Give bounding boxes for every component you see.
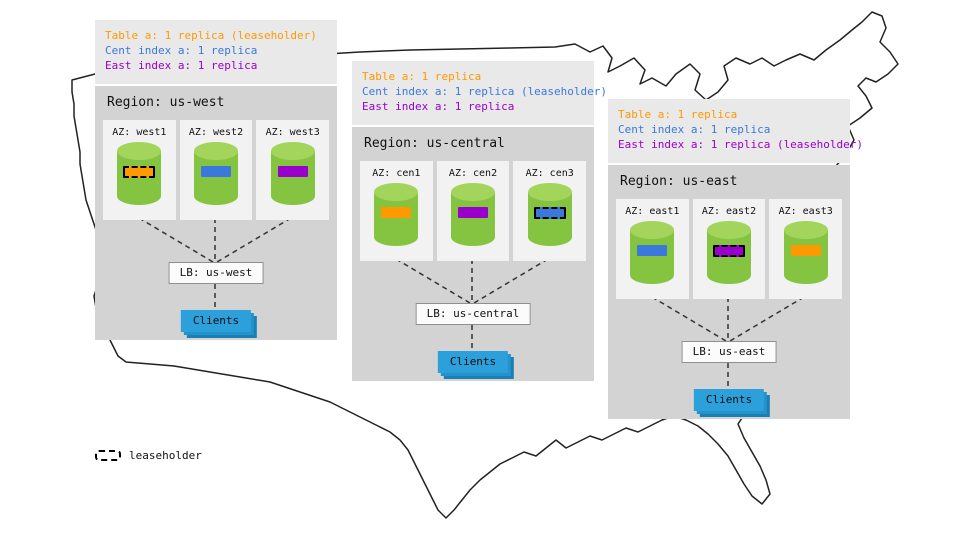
clients-box-us-east: Clients: [693, 389, 765, 411]
az-label: AZ: west2: [188, 127, 244, 138]
az-label: AZ: cen2: [448, 168, 498, 179]
replica-bar: [713, 245, 745, 257]
database-cylinder-icon: [705, 220, 753, 286]
replica-bar: [790, 245, 821, 256]
region-title: Region: us-central: [364, 136, 505, 151]
az-box-cen1: AZ: cen1: [360, 161, 433, 261]
az-box-east3: AZ: east3: [769, 199, 843, 299]
replica-bar: [458, 207, 488, 218]
az-label: AZ: east1: [625, 206, 680, 217]
annotation-table: Table a: 1 replica: [362, 70, 482, 83]
annotation-table: Table a: 1 replica (leaseholder): [105, 29, 317, 42]
legend: leaseholder: [95, 449, 202, 462]
database-cylinder-icon: [269, 141, 317, 207]
az-box-west1: AZ: west1: [103, 120, 176, 220]
load-balancer-us-east: LB: us-east: [681, 341, 777, 363]
az-label: AZ: west1: [112, 127, 167, 138]
clients-box-us-central: Clients: [437, 351, 509, 373]
az-box-east1: AZ: east1: [616, 199, 689, 299]
az-row: AZ: west1 AZ: west2: [103, 120, 330, 220]
az-label: AZ: cen1: [372, 168, 421, 179]
replica-bar: [533, 207, 566, 219]
annotation-cent-index: Cent index a: 1 replica: [618, 123, 771, 136]
region-panel-us-central: Region: us-central AZ: cen1: [352, 127, 594, 381]
az-box-east2: AZ: east2: [692, 199, 766, 299]
load-balancer-us-west: LB: us-west: [168, 262, 264, 284]
replica-annotations-us-east: Table a: 1 replica Cent index a: 1 repli…: [608, 99, 864, 163]
region-group-us-west: Table a: 1 replica (leaseholder) Cent in…: [95, 20, 337, 340]
annotation-east-index: East index a: 1 replica (leaseholder): [618, 138, 864, 151]
az-box-west3: AZ: west3: [256, 120, 330, 220]
replica-bar: [381, 207, 412, 218]
az-box-cen2: AZ: cen2: [436, 161, 510, 261]
replica-bar: [637, 245, 668, 256]
annotation-east-index: East index a: 1 replica: [362, 100, 515, 113]
region-group-us-east: Table a: 1 replica Cent index a: 1 repli…: [608, 99, 864, 419]
database-cylinder-icon: [372, 182, 420, 248]
database-cylinder-icon: [526, 182, 574, 248]
clients-box-us-west: Clients: [180, 310, 252, 332]
replica-bar: [277, 166, 308, 177]
legend-label: leaseholder: [129, 449, 202, 462]
database-cylinder-icon: [782, 220, 830, 286]
region-title: Region: us-east: [620, 174, 738, 189]
region-panel-us-west: Region: us-west AZ: west1: [95, 86, 337, 340]
leaseholder-swatch-icon: [95, 450, 121, 461]
az-label: AZ: west3: [265, 127, 320, 138]
database-cylinder-icon: [628, 220, 676, 286]
az-row: AZ: cen1 AZ: cen2: [360, 161, 587, 261]
region-title: Region: us-west: [107, 95, 225, 110]
az-box-cen3: AZ: cen3: [513, 161, 587, 261]
replica-annotations-us-central: Table a: 1 replica Cent index a: 1 repli…: [352, 61, 608, 125]
load-balancer-us-central: LB: us-central: [415, 303, 531, 325]
database-cylinder-icon: [115, 141, 163, 207]
annotation-table: Table a: 1 replica: [618, 108, 738, 121]
annotation-cent-index: Cent index a: 1 replica (leaseholder): [362, 85, 608, 98]
annotation-east-index: East index a: 1 replica: [105, 59, 258, 72]
replica-bar: [201, 166, 231, 177]
az-label: AZ: cen3: [525, 168, 574, 179]
az-row: AZ: east1 AZ: east2: [616, 199, 843, 299]
az-label: AZ: east3: [778, 206, 833, 217]
replica-annotations-us-west: Table a: 1 replica (leaseholder) Cent in…: [95, 20, 337, 84]
region-group-us-central: Table a: 1 replica Cent index a: 1 repli…: [352, 61, 608, 381]
replica-bar: [123, 166, 156, 178]
database-cylinder-icon: [449, 182, 497, 248]
az-box-west2: AZ: west2: [179, 120, 253, 220]
az-label: AZ: east2: [701, 206, 757, 217]
region-panel-us-east: Region: us-east AZ: east1: [608, 165, 850, 419]
database-cylinder-icon: [192, 141, 240, 207]
annotation-cent-index: Cent index a: 1 replica: [105, 44, 258, 57]
